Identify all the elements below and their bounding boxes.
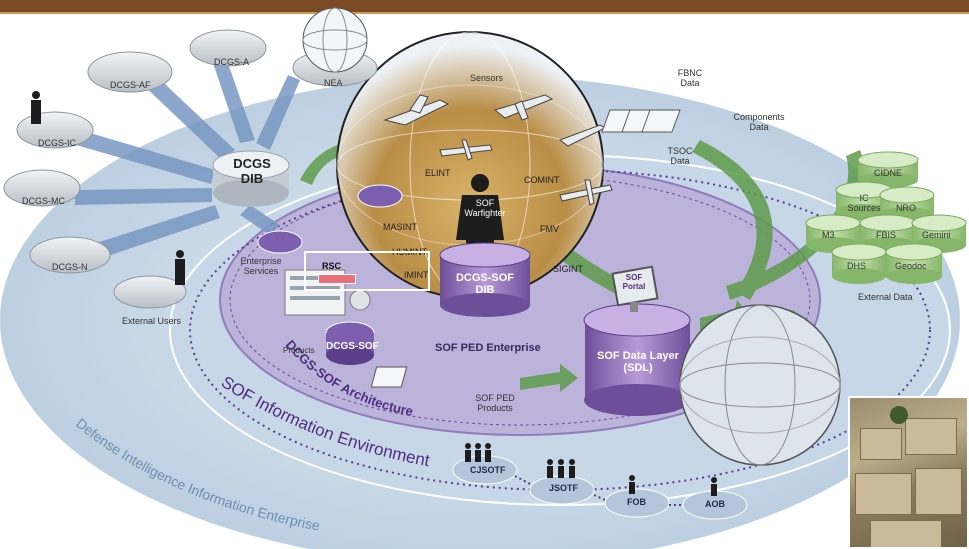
m3-label: M3	[822, 230, 835, 240]
fbis-label: FBIS	[876, 230, 897, 240]
enterprise-services-line2: Services	[243, 266, 279, 276]
dcgs-dib-line1: DCGS	[233, 156, 271, 171]
products-label: Products	[283, 346, 315, 355]
sof-ped-products-label: SOF PED Products	[470, 393, 520, 413]
sof-portal-line1: SOF	[625, 273, 643, 282]
rsc-marker	[318, 274, 356, 284]
dcgs-af-label: DCGS-AF	[110, 80, 151, 90]
gemini-label: Gemini	[922, 230, 951, 240]
sof-portal-label: SOF Portal	[617, 273, 651, 291]
sof-ped-products-line1: SOF PED	[475, 393, 515, 403]
masint-label: MASINT	[383, 222, 418, 232]
components-line2: Data	[749, 122, 769, 132]
components-line1: Components	[733, 112, 785, 122]
sof-portal-line2: Portal	[622, 282, 646, 291]
sof-ped-products-icon	[370, 366, 408, 388]
external-data-cylinders	[805, 151, 967, 284]
sof-ped-enterprise-label: SOF PED Enterprise	[435, 342, 541, 354]
tsoc-line1: TSOC	[667, 146, 693, 156]
aerial-photo-inset	[848, 396, 969, 549]
dcgs-sof-label: DCGS-SOF	[326, 341, 379, 352]
dhs-label: DHS	[847, 261, 867, 271]
fmv-label: FMV	[540, 224, 559, 234]
enterprise-services-label: Enterprise Services	[236, 256, 286, 276]
ic-sources-line1: IC	[859, 193, 869, 203]
cidne-label: CIDNE	[874, 168, 903, 178]
document-stack-icon	[601, 109, 681, 133]
warfighter-line1: SOF	[475, 198, 495, 208]
dcgs-sof-dib-line2: DIB	[475, 284, 495, 296]
elint-label: ELINT	[425, 168, 451, 178]
jsotf-label: JSOTF	[549, 483, 579, 493]
sof-data-layer-cylinder	[583, 303, 691, 416]
ic-sources-line2: Sources	[847, 203, 881, 213]
dcgs-dib-disk	[212, 150, 290, 207]
sof-portal-monitor	[611, 265, 659, 312]
rsc-highlight-box	[304, 251, 430, 291]
sof-ped-products-line2: Products	[477, 403, 513, 413]
tsoc-data-label: TSOC Data	[660, 146, 700, 166]
dcgs-dib-label: DCGS DIB	[232, 156, 272, 186]
nea-label: NEA	[324, 78, 343, 88]
fob-label: FOB	[627, 497, 646, 507]
enterprise-services-line1: Enterprise	[240, 256, 282, 266]
fbnc-data-label: FBNC Data	[670, 68, 710, 88]
fbnc-line1: FBNC	[677, 68, 703, 78]
unit-ovals	[452, 455, 748, 520]
dcgs-sof-dib-cylinder	[439, 242, 531, 317]
dcgs-sof-dib-label: DCGS-SOF DIB	[448, 272, 522, 296]
soldier-icons	[31, 91, 717, 496]
fbnc-line2: Data	[680, 78, 700, 88]
geodoc-label: Geodoc	[895, 261, 927, 271]
header-bar	[0, 0, 969, 12]
dcgs-mc-label: DCGS-MC	[22, 196, 65, 206]
dcgs-ic-label: DCGS-IC	[38, 138, 76, 148]
dcgs-n-label: DCGS-N	[52, 262, 88, 272]
cjsotf-label: CJSOTF	[470, 465, 506, 475]
tsoc-line2: Data	[670, 156, 690, 166]
external-data-label: External Data	[858, 292, 913, 302]
external-users-label: External Users	[122, 316, 182, 326]
dcgs-dib-line2: DIB	[240, 171, 264, 186]
aircraft-icons	[383, 94, 613, 206]
nro-label: NRO	[896, 203, 916, 213]
dcgs-sof-dib-line1: DCGS-SOF	[455, 272, 515, 284]
sensors-label: Sensors	[470, 73, 504, 83]
aob-label: AOB	[705, 499, 725, 509]
feed-arrows	[75, 55, 300, 260]
data-globe	[679, 304, 841, 466]
sof-data-layer-label: SOF Data Layer (SDL)	[588, 350, 688, 374]
sdl-line2: (SDL)	[623, 362, 653, 374]
rsc-label: RSC	[322, 261, 342, 271]
warfighter-line2: Warfighter	[464, 208, 506, 218]
comint-label: COMINT	[524, 175, 560, 185]
components-data-label: Components Data	[728, 112, 790, 132]
ic-sources-label: IC Sources	[842, 193, 886, 213]
sdl-line1: SOF Data Layer	[597, 350, 679, 362]
imint-label: IMINT	[404, 270, 429, 280]
enterprise-services-disks	[257, 184, 403, 365]
warfighter-label: SOF Warfighter	[460, 198, 510, 218]
dcgs-a-label: DCGS-A	[214, 57, 250, 67]
nea-globe	[302, 7, 368, 73]
sigint-label: SIGINT	[553, 264, 584, 274]
